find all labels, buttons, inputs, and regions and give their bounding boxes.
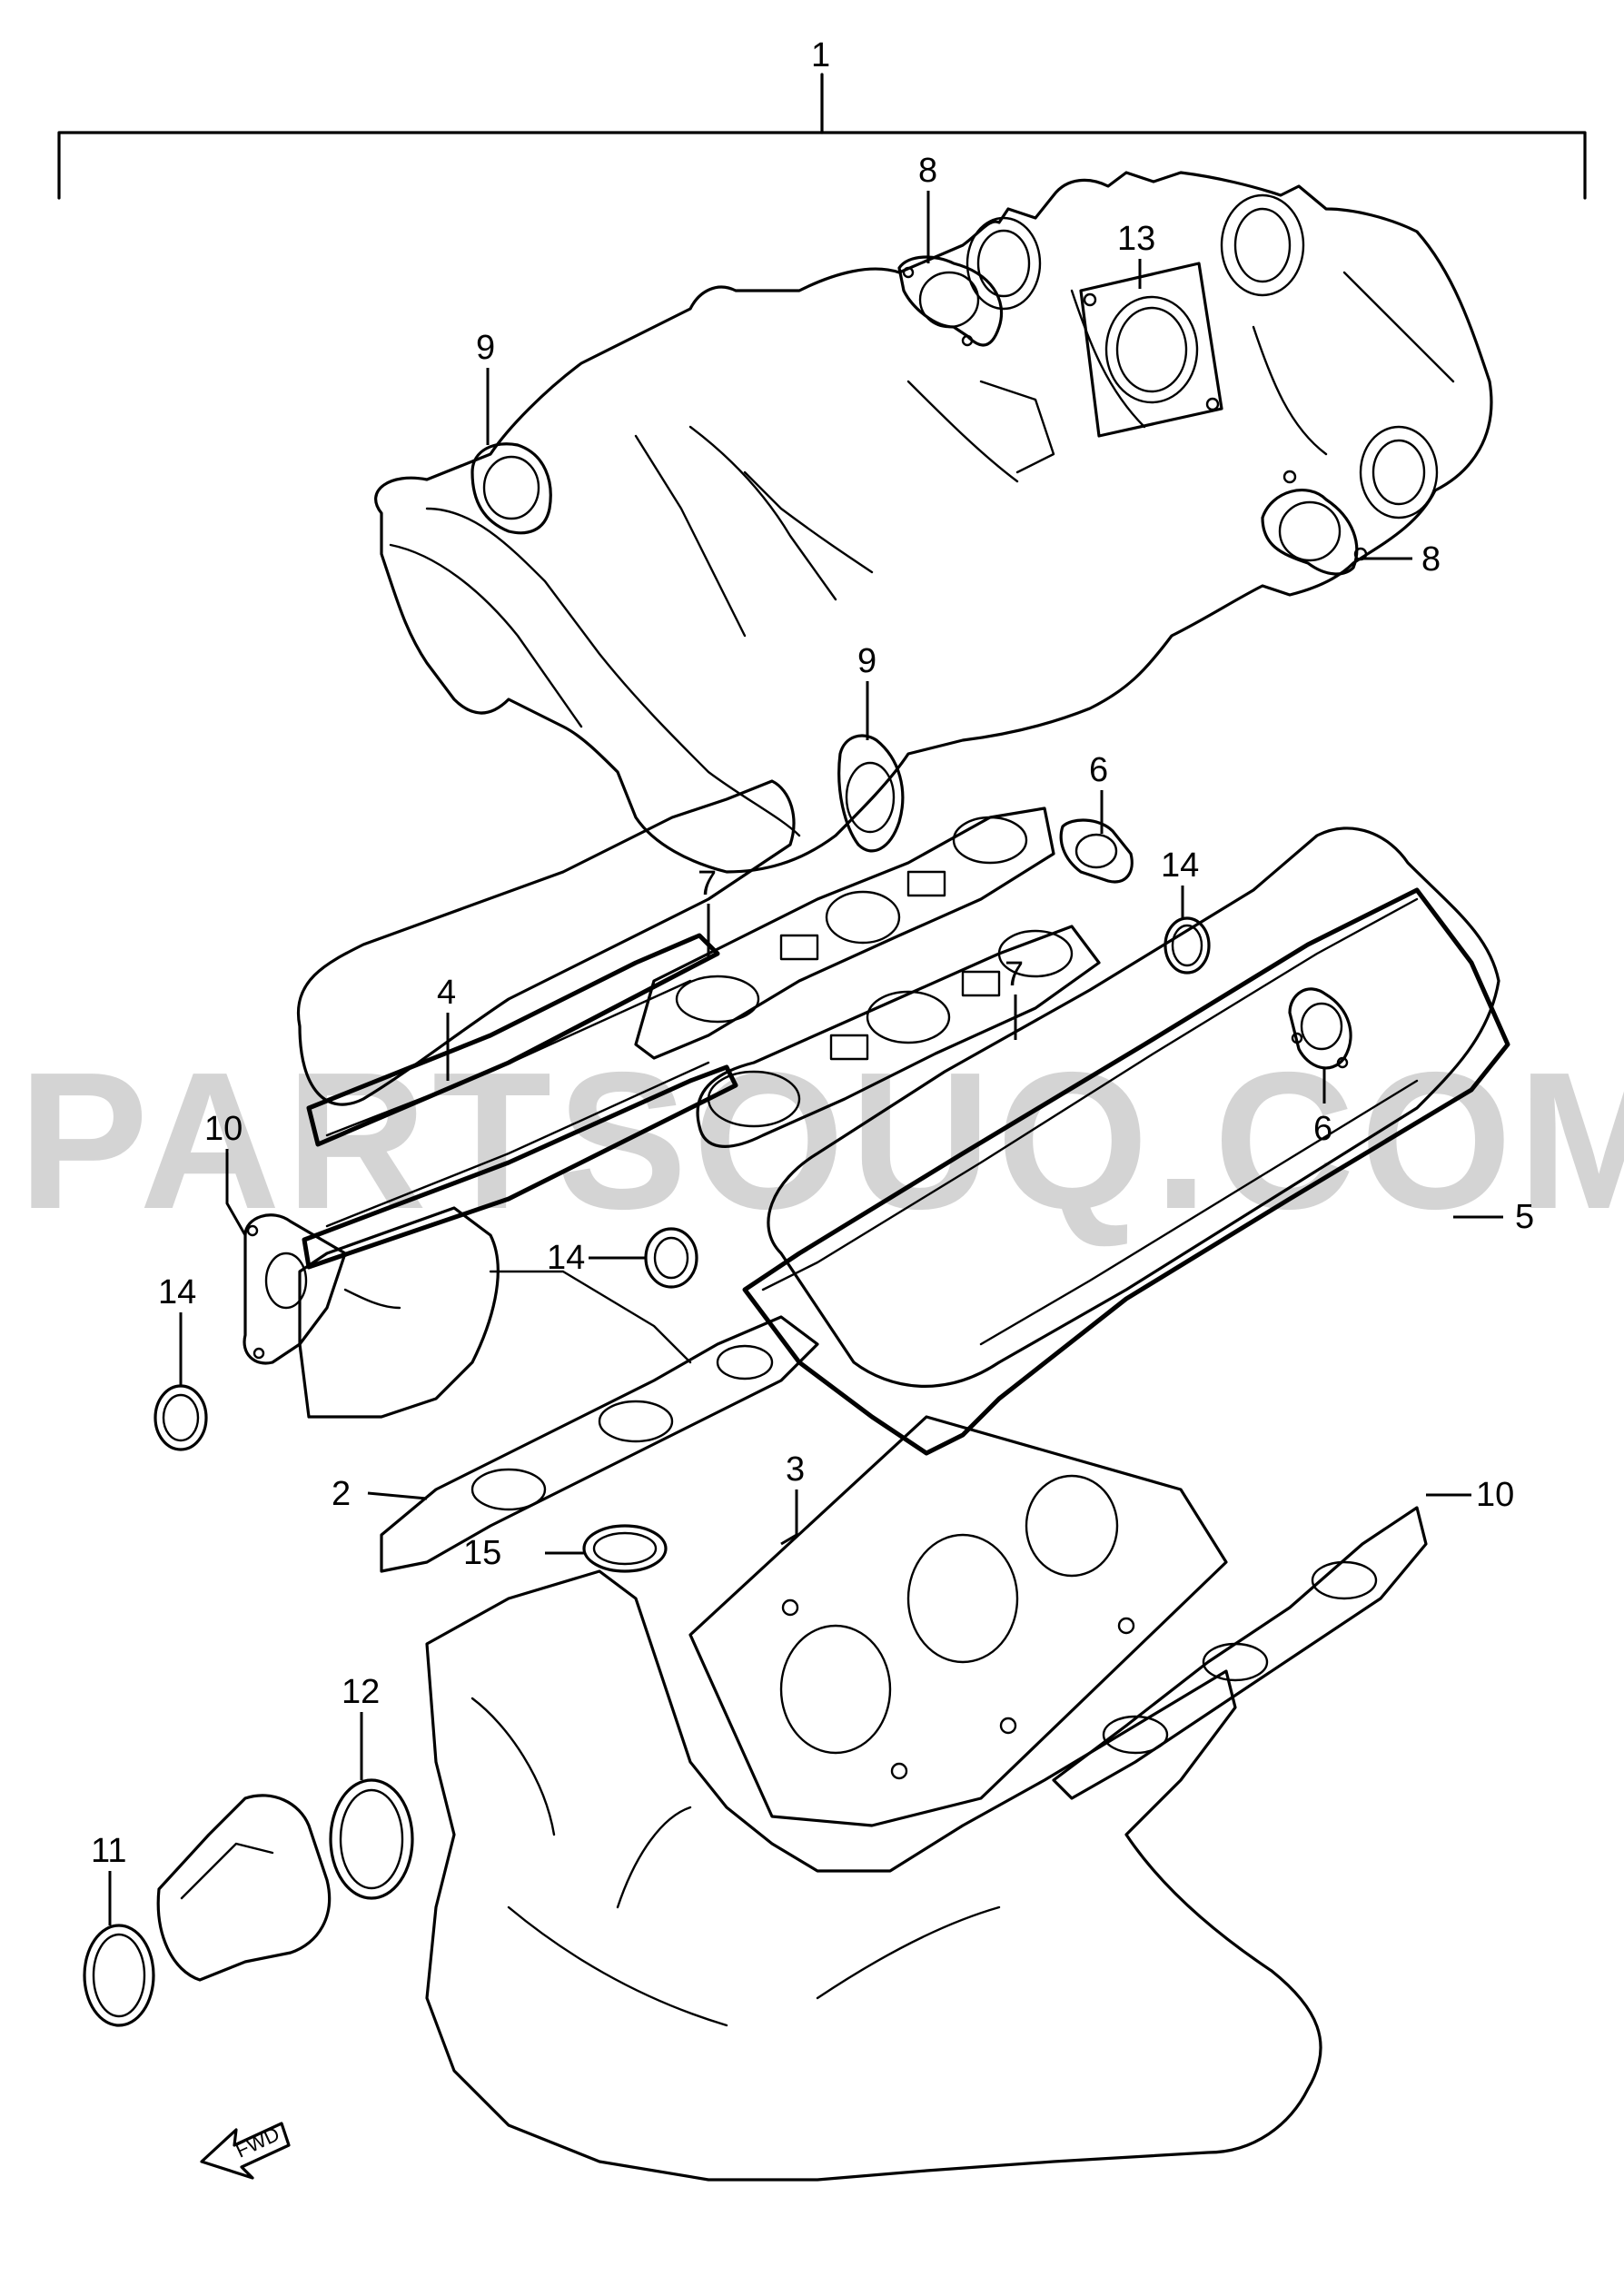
exhaust-gasket-10-right — [1052, 1506, 1428, 1800]
callout-13: 13 — [1117, 220, 1155, 258]
callout-8-top: 8 — [918, 152, 937, 190]
kit-bracket — [57, 73, 1587, 200]
o-ring-14-left — [153, 1384, 208, 1451]
water-outlet-housing — [156, 1794, 332, 1982]
callout-1: 1 — [811, 36, 830, 74]
leader-lines — [108, 191, 1503, 1925]
o-ring-15 — [582, 1524, 668, 1573]
callout-9-center: 9 — [857, 642, 876, 680]
callout-15: 15 — [463, 1534, 501, 1572]
callout-4: 4 — [437, 974, 456, 1012]
intake-manifold — [374, 171, 1493, 874]
o-ring-14-upper — [1164, 916, 1211, 975]
callout-2: 2 — [332, 1475, 351, 1513]
gasket-8-right — [1261, 470, 1368, 576]
callout-5: 5 — [1515, 1198, 1534, 1236]
gasket-11 — [83, 1924, 155, 2027]
callout-14-top: 14 — [1161, 846, 1199, 885]
callout-12: 12 — [342, 1673, 380, 1711]
callouts: 1 8 13 9 8 9 6 14 7 7 4 6 5 10 14 14 2 3… — [91, 36, 1534, 1870]
callout-7-right: 7 — [1005, 955, 1024, 994]
callout-7-left: 7 — [698, 865, 717, 903]
gasket-9-left — [470, 442, 552, 535]
intake-gasket-7-lower — [696, 925, 1101, 1148]
watermark: PARTSOUQ.COM — [18, 1031, 1624, 1250]
gasket-8-upper — [897, 255, 1004, 347]
fwd-arrow-icon: FWD — [200, 2122, 291, 2180]
o-ring-14-center — [644, 1227, 698, 1289]
callout-8-right: 8 — [1421, 540, 1441, 579]
callout-6-top: 6 — [1089, 751, 1108, 789]
exhaust-gasket-10-left — [243, 1213, 347, 1365]
head-gasket-right — [688, 1415, 1228, 1827]
callout-10-right: 10 — [1476, 1476, 1514, 1514]
gasket-6-right — [1288, 987, 1352, 1070]
throttle-body-gasket — [1079, 262, 1223, 438]
callout-6-right: 6 — [1313, 1110, 1332, 1148]
fwd-label: FWD — [233, 2123, 283, 2162]
engine-block — [425, 1569, 1322, 2182]
callout-14-left: 14 — [158, 1273, 196, 1311]
callout-10-left: 10 — [204, 1110, 243, 1148]
valve-cover-right — [742, 826, 1510, 1456]
cylinder-head-left — [298, 1206, 692, 1419]
callout-11: 11 — [91, 1832, 126, 1870]
head-gasket-left — [380, 1315, 819, 1573]
intake-gasket-7-upper — [634, 807, 1055, 1060]
gasket-6-upper — [1059, 818, 1134, 884]
gasket-9-center — [837, 734, 905, 853]
callout-9-top: 9 — [476, 329, 495, 367]
callout-14-center: 14 — [547, 1239, 585, 1277]
gasket-12 — [329, 1778, 414, 1900]
callout-3: 3 — [786, 1450, 805, 1489]
